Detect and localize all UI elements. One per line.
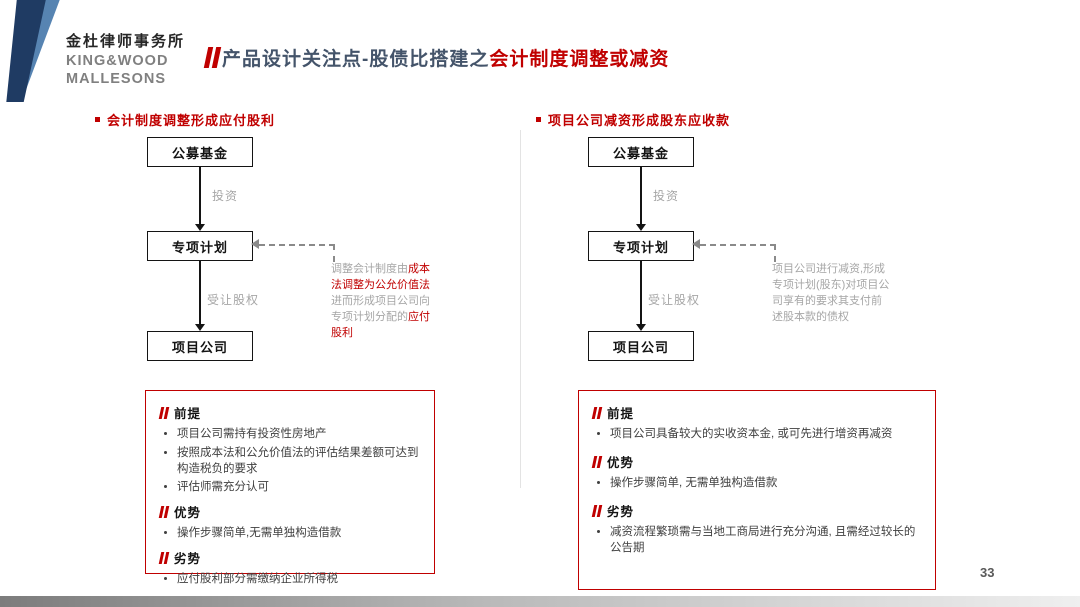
bullet-item: 项目公司具备较大的实收资本金, 或可先进行增资再减资 xyxy=(610,426,923,442)
section-title-label: 优势 xyxy=(174,506,202,521)
title-bar-icon xyxy=(211,47,222,68)
summary-box: 前提 项目公司需持有投资性房地产 按照成本法和公允价值法的评估结果差额可达到构造… xyxy=(145,390,435,585)
bullet-item: 操作步骤简单,无需单独构造借款 xyxy=(177,525,422,541)
annotation-note: 调整会计制度由成本法调整为公允价值法进而形成项目公司向专项计划分配的应付股利 xyxy=(331,262,435,342)
section-bars-icon xyxy=(591,406,603,419)
disadvantage-section-title: 劣势 xyxy=(591,501,923,520)
callout-arrow-head-icon xyxy=(692,239,700,249)
summary-box: 前提 项目公司具备较大的实收资本金, 或可先进行增资再减资 优势 操作步骤简单,… xyxy=(578,390,936,590)
square-bullet-icon xyxy=(536,117,541,122)
left-column-heading: 会计制度调整形成应付股利 xyxy=(95,110,275,129)
flow-box-public-fund: 公募基金 xyxy=(147,137,253,167)
annotation-segment: 进而形成项目公司向专项计划分配的 xyxy=(331,294,430,323)
equity-transfer-label: 受让股权 xyxy=(648,293,701,307)
advantage-section-title: 优势 xyxy=(158,502,422,521)
equity-transfer-label: 受让股权 xyxy=(207,293,260,307)
logo-english-name-line2: MALLESONS xyxy=(66,70,167,87)
title-part-red: 会计制度调整或减资 xyxy=(489,49,670,70)
bullet-item: 项目公司需持有投资性房地产 xyxy=(177,426,422,442)
section-title-label: 前提 xyxy=(174,407,202,421)
bullet-item: 应付股利部分需缴纳企业所得税 xyxy=(177,571,422,587)
section-title-label: 前提 xyxy=(607,407,635,421)
premise-bullet-list: 项目公司具备较大的实收资本金, 或可先进行增资再减资 xyxy=(593,426,923,442)
advantage-section-title: 优势 xyxy=(591,452,923,471)
flow-box-public-fund: 公募基金 xyxy=(588,137,694,167)
callout-dashed-line xyxy=(333,244,335,262)
section-bars-icon xyxy=(158,505,170,518)
annotation-segment: 项目公司进行减资,形成专项计划(股东)对项目公司享有的要求其支付前述股本款的债权 xyxy=(772,263,890,323)
flow-arrow-line xyxy=(199,167,201,224)
kwm-logo-mark xyxy=(4,0,62,102)
title-part-dark: 产品设计关注点-股债比搭建之 xyxy=(222,49,490,70)
disadvantage-bullet-list: 减资流程繁琐需与当地工商局进行充分沟通, 且需经过较长的公告期 xyxy=(593,524,923,556)
flow-box-project-company: 项目公司 xyxy=(588,331,694,361)
annotation-segment: 调整会计制度由 xyxy=(331,263,408,275)
callout-dashed-line xyxy=(700,244,776,246)
page-number: 33 xyxy=(980,565,995,580)
bullet-item: 减资流程繁琐需与当地工商局进行充分沟通, 且需经过较长的公告期 xyxy=(610,524,923,556)
right-column: 项目公司减资形成股东应收款 公募基金 投资 专项计划 受让股权 项目公司 项目公… xyxy=(536,110,946,602)
disadvantage-section-title: 劣势 xyxy=(158,548,422,567)
annotation-note: 项目公司进行减资,形成专项计划(股东)对项目公司享有的要求其支付前述股本款的债权 xyxy=(772,262,890,326)
logo-english-name-line1: KING&WOOD xyxy=(66,52,169,69)
premise-section-title: 前提 xyxy=(591,403,923,422)
callout-dashed-line xyxy=(774,244,776,262)
bullet-item: 操作步骤简单, 无需单独构造借款 xyxy=(610,475,923,491)
slide-title: 产品设计关注点-股债比搭建之会计制度调整或减资 xyxy=(203,44,670,71)
advantage-bullet-list: 操作步骤简单, 无需单独构造借款 xyxy=(593,475,923,491)
right-column-heading: 项目公司减资形成股东应收款 xyxy=(536,110,730,129)
annotation-segment: 成本法调整为公允价值法 xyxy=(331,263,430,291)
flow-arrow-head-icon xyxy=(195,224,205,231)
logo-chinese-name: 金杜律师事务所 xyxy=(66,33,186,50)
left-column: 会计制度调整形成应付股利 公募基金 投资 专项计划 受让股权 项目公司 调整会计… xyxy=(95,110,505,602)
left-heading-label: 会计制度调整形成应付股利 xyxy=(107,113,276,128)
flow-box-spv: 专项计划 xyxy=(588,231,694,261)
bullet-item: 按照成本法和公允价值法的评估结果差额可达到构造税负的要求 xyxy=(177,445,422,477)
square-bullet-icon xyxy=(95,117,100,122)
footer-bar xyxy=(0,596,1080,607)
flow-box-project-company: 项目公司 xyxy=(147,331,253,361)
section-title-label: 劣势 xyxy=(174,552,202,567)
callout-dashed-line xyxy=(259,244,335,246)
invest-label: 投资 xyxy=(653,189,680,203)
flow-arrow-line xyxy=(199,261,201,324)
section-bars-icon xyxy=(158,406,170,419)
section-bars-icon xyxy=(591,504,603,517)
callout-arrow-head-icon xyxy=(251,239,259,249)
disadvantage-bullet-list: 应付股利部分需缴纳企业所得税 xyxy=(160,571,422,587)
section-bars-icon xyxy=(158,551,170,564)
flow-arrow-head-icon xyxy=(636,224,646,231)
bullet-item: 评估师需充分认可 xyxy=(177,479,422,495)
kwm-logo-text: 金杜律师事务所 KING&WOOD MALLESONS xyxy=(66,33,185,88)
premise-bullet-list: 项目公司需持有投资性房地产 按照成本法和公允价值法的评估结果差额可达到构造税负的… xyxy=(160,426,422,495)
column-divider xyxy=(520,130,521,488)
flow-arrow-head-icon xyxy=(195,324,205,331)
flow-arrow-line xyxy=(640,261,642,324)
premise-section-title: 前提 xyxy=(158,403,422,422)
flow-arrow-line xyxy=(640,167,642,224)
section-title-label: 优势 xyxy=(607,456,635,471)
invest-label: 投资 xyxy=(212,189,239,203)
annotation-segment: 应付股利 xyxy=(331,310,430,339)
flow-box-spv: 专项计划 xyxy=(147,231,253,261)
flow-arrow-head-icon xyxy=(636,324,646,331)
section-title-label: 劣势 xyxy=(607,505,635,520)
advantage-bullet-list: 操作步骤简单,无需单独构造借款 xyxy=(160,525,422,541)
right-heading-label: 项目公司减资形成股东应收款 xyxy=(548,113,731,128)
section-bars-icon xyxy=(591,455,603,468)
